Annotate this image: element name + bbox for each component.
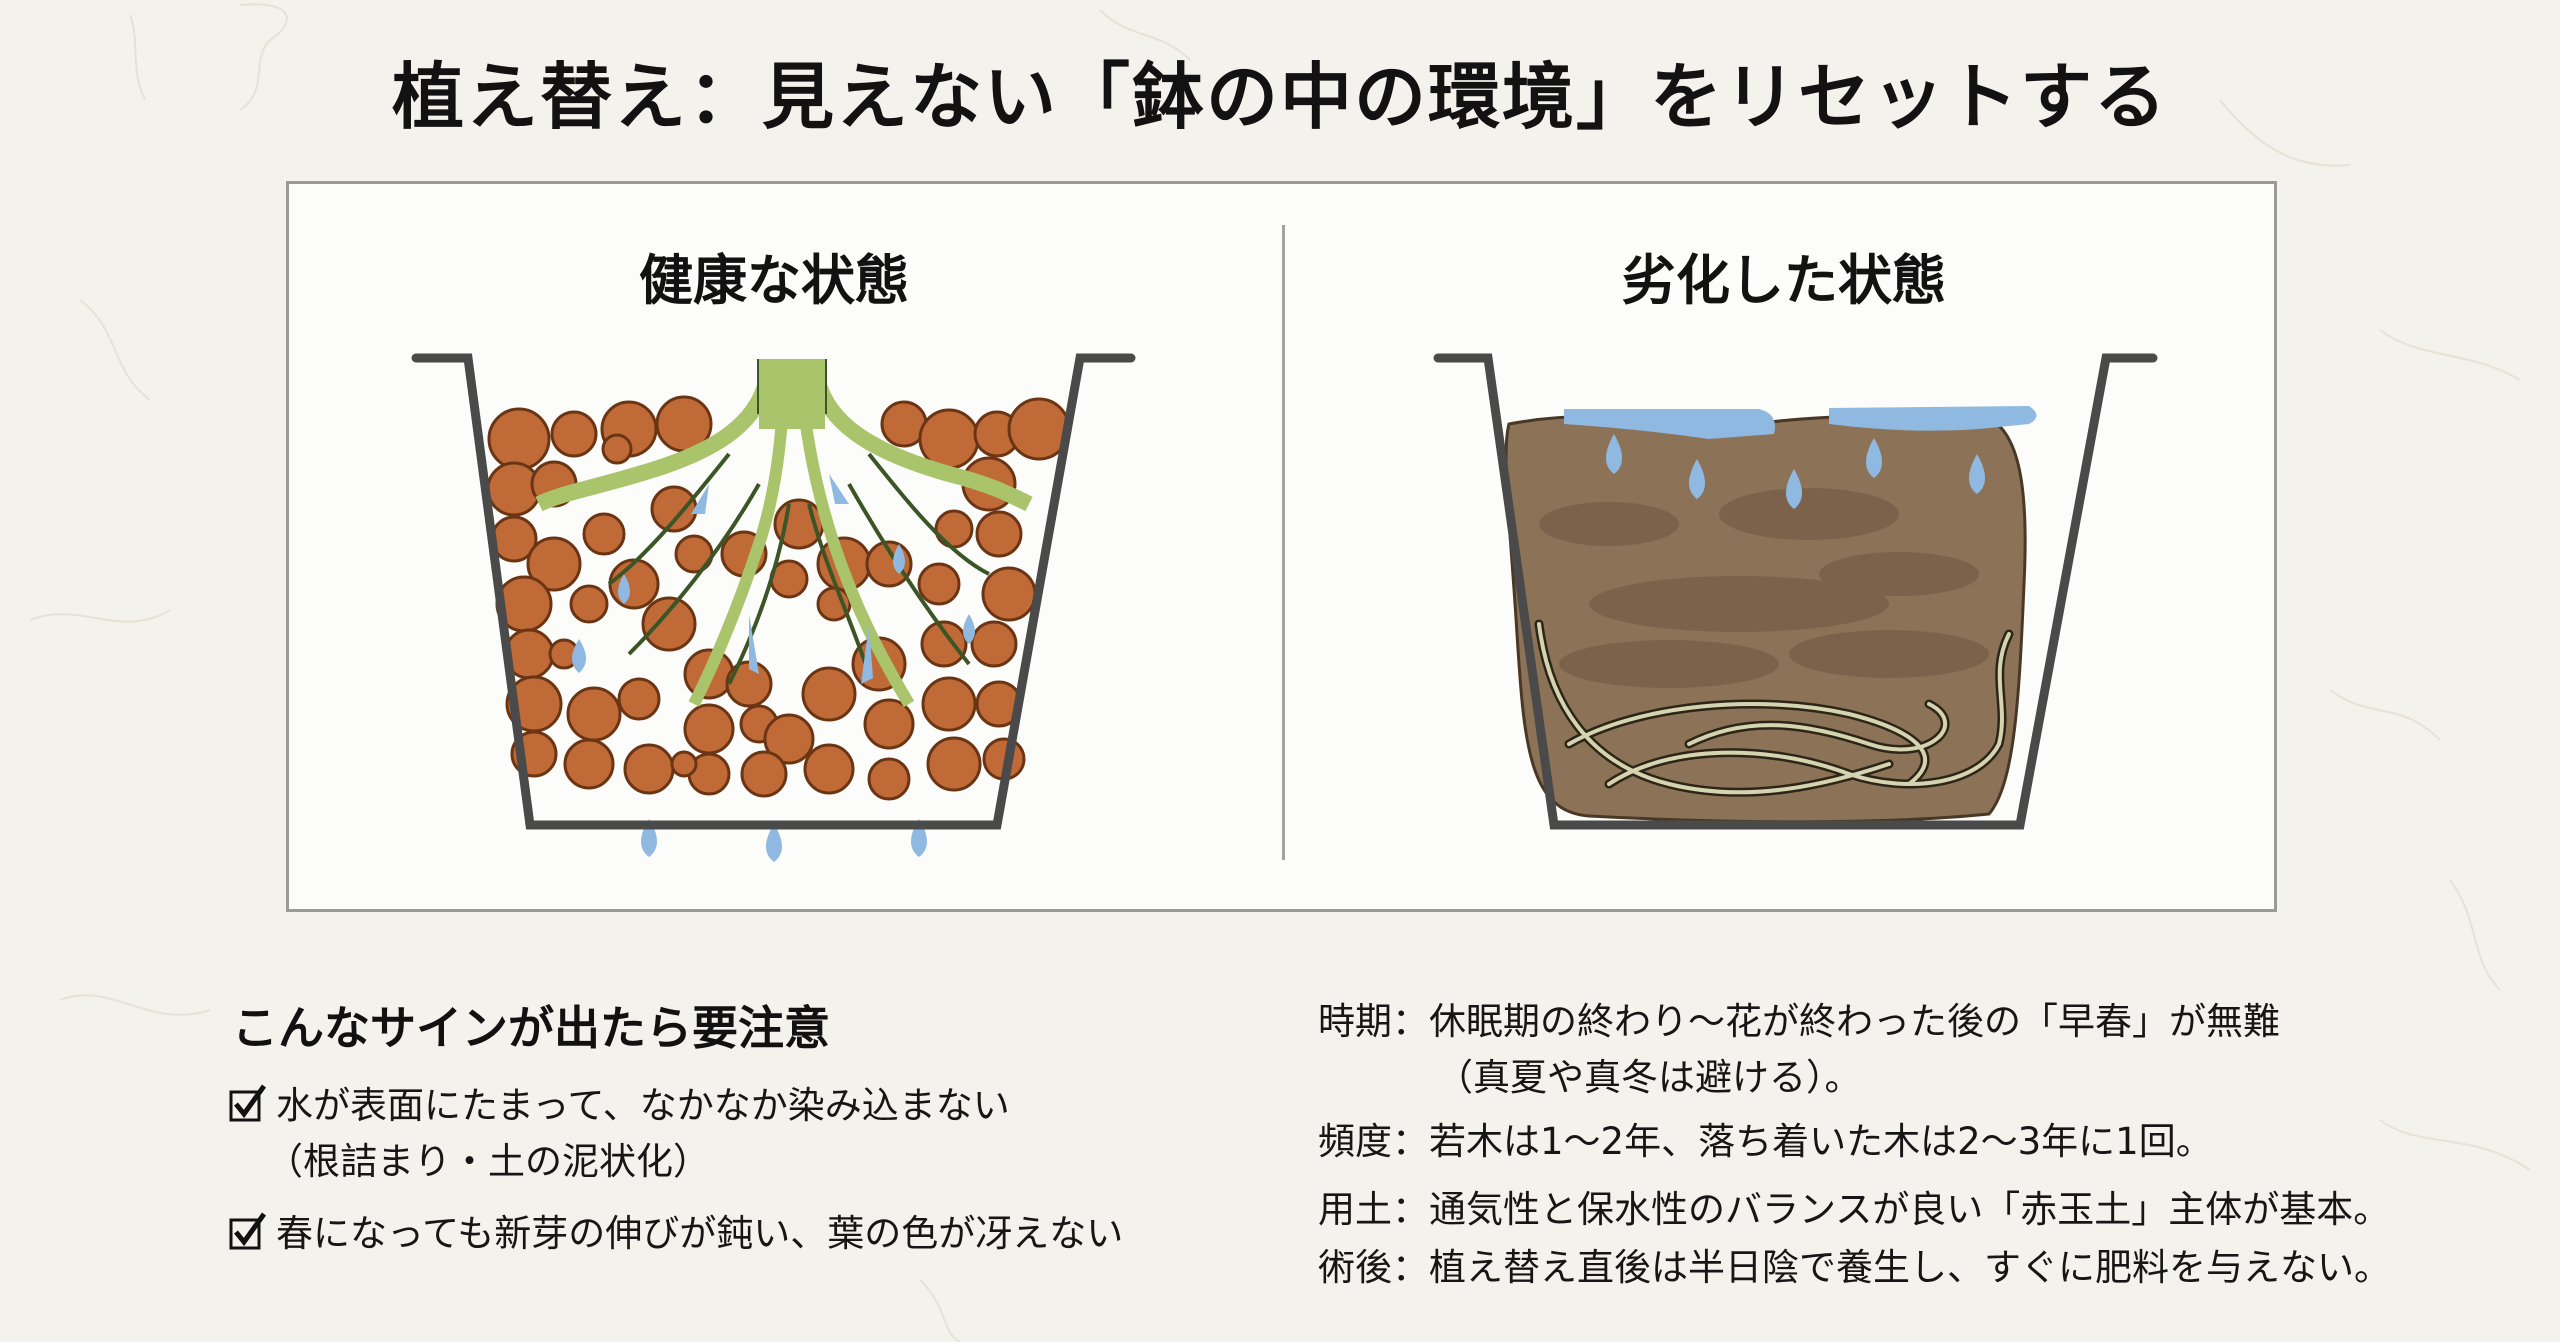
info-continuation: （真夏や真冬は避ける）。 bbox=[1436, 1056, 1862, 1099]
warning-sign-item: 春になっても新芽の伸びが鈍い、葉の色が冴えない bbox=[228, 1206, 1123, 1262]
info-timing: 時期：休眠期の終わり～花が終わった後の「早春」が無難 （真夏や真冬は避ける）。 bbox=[1318, 994, 2280, 1106]
plant-stem bbox=[759, 359, 825, 429]
page-title: 植え替え：見えない「鉢の中の環境」をリセットする bbox=[391, 55, 2168, 139]
info-text: 通気性と保水性のバランスが良い「赤玉土」主体が基本。 bbox=[1429, 1188, 2391, 1231]
info-soil: 用土：通気性と保水性のバランスが良い「赤玉土」主体が基本。 bbox=[1318, 1182, 2390, 1238]
checkbox-checked-icon bbox=[229, 1084, 267, 1122]
healthy-pot-outline bbox=[411, 353, 1136, 830]
warning-sign-item: 水が表面にたまって、なかなか染み込まない （根詰まり・土の泥状化） bbox=[228, 1078, 1010, 1190]
info-text: 植え替え直後は半日陰で養生し、すぐに肥料を与えない。 bbox=[1429, 1246, 2391, 1289]
panel-divider bbox=[1282, 225, 1285, 860]
mud-stains bbox=[1539, 488, 1989, 688]
info-label: 用土： bbox=[1318, 1188, 1429, 1231]
warning-signs-heading: こんなサインが出たら要注意 bbox=[232, 1001, 830, 1055]
sign-text: 水が表面にたまって、なかなか染み込まない bbox=[276, 1084, 1010, 1127]
healthy-panel-title: 健康な状態 bbox=[639, 249, 909, 312]
sign-text: 春になっても新芽の伸びが鈍い、葉の色が冴えない bbox=[276, 1212, 1124, 1255]
info-text: 休眠期の終わり～花が終わった後の「早春」が無難 bbox=[1429, 1000, 2280, 1043]
degraded-pot-illustration bbox=[1433, 353, 2158, 830]
info-label: 頻度： bbox=[1318, 1120, 1429, 1163]
comparison-frame: 健康な状態 劣化した状態 bbox=[286, 181, 2277, 912]
info-label: 時期： bbox=[1318, 1000, 1429, 1043]
sign-subtext: （根詰まり・土の泥状化） bbox=[266, 1140, 710, 1183]
info-label: 術後： bbox=[1318, 1246, 1429, 1289]
degraded-panel-title: 劣化した状態 bbox=[1622, 249, 1946, 312]
info-text: 若木は1～2年、落ち着いた木は2～3年に1回。 bbox=[1429, 1120, 2213, 1163]
pooled-water bbox=[1564, 406, 2037, 439]
healthy-pot-illustration bbox=[411, 353, 1136, 862]
water-drops-stuck bbox=[1606, 434, 1985, 509]
info-aftercare: 術後：植え替え直後は半日陰で養生し、すぐに肥料を与えない。 bbox=[1318, 1240, 2391, 1296]
info-frequency: 頻度：若木は1～2年、落ち着いた木は2～3年に1回。 bbox=[1318, 1114, 2213, 1170]
checkbox-checked-icon bbox=[229, 1212, 267, 1250]
degraded-pot-outline bbox=[1433, 353, 2158, 830]
